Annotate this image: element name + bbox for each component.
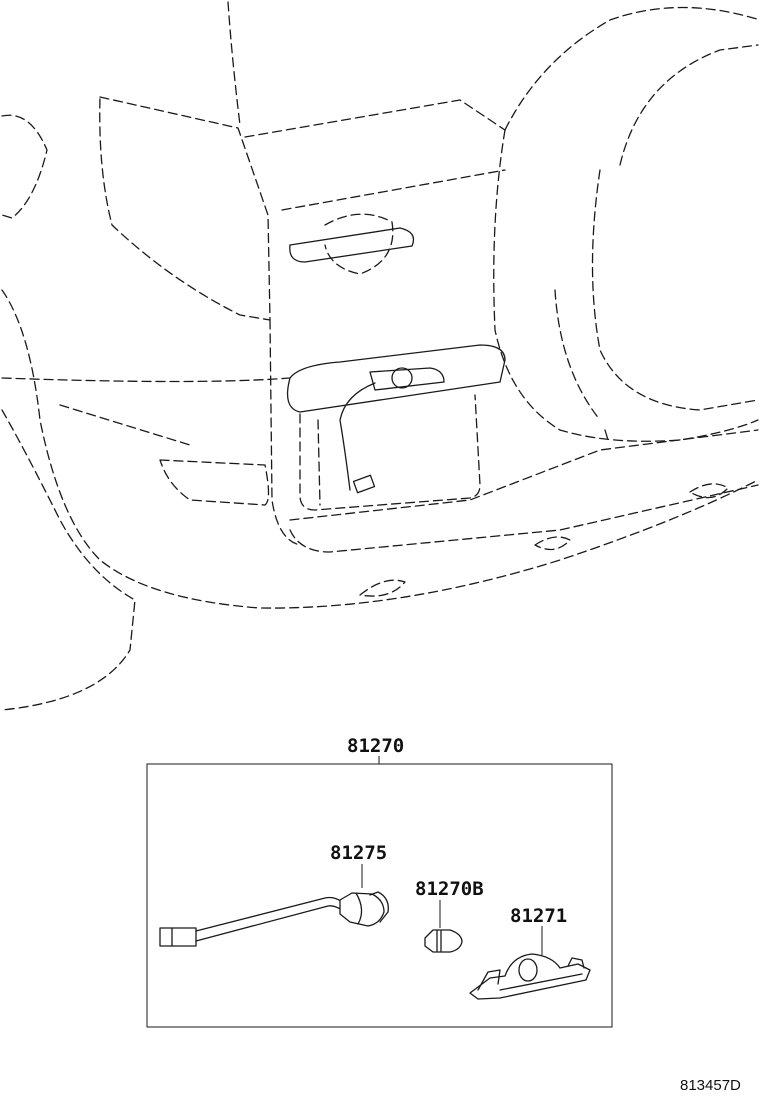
body-sweep-line	[1, 377, 291, 383]
reflector-right	[689, 483, 729, 499]
bulb-socket-collar	[369, 891, 389, 923]
bumper-upper-line	[289, 429, 759, 521]
spare-tire-outer	[504, 6, 760, 131]
vehicle-rear-illustration	[1, 1, 760, 711]
bumper-lower-line	[289, 484, 759, 553]
part-81271-number: 81271	[510, 905, 567, 927]
door-handle-outline	[289, 227, 415, 263]
wedge-bulb	[424, 929, 463, 953]
wire-connector	[159, 927, 197, 947]
bulb-socket-ridge	[355, 892, 363, 925]
wire-lead-lower	[195, 905, 343, 942]
bumper-recess	[359, 579, 406, 597]
lamp-housing-rim	[499, 973, 583, 991]
assembly-callout: 81270	[146, 735, 613, 1028]
connector-mounted	[352, 474, 376, 494]
tail-lamp-outline	[99, 96, 271, 321]
bumper-outer-line	[1, 289, 759, 609]
body-side-line	[59, 404, 191, 446]
door-belt-line	[281, 169, 506, 211]
handle-recess	[324, 213, 394, 275]
license-plate-inner	[317, 419, 321, 506]
reflector-left	[159, 459, 270, 506]
part-81270B: 81270B	[415, 878, 484, 953]
diagram-reference-code: 813457D	[680, 1077, 741, 1094]
pillar-line	[227, 1, 241, 126]
lamp-socket-mounted	[391, 367, 413, 389]
part-81271: 81271	[469, 905, 591, 1000]
wire-harness-mounted	[339, 382, 376, 491]
part-81275: 81275	[159, 842, 389, 947]
license-lamp-housing	[286, 344, 506, 413]
tow-hook-cover	[604, 429, 609, 441]
assembly-part-number: 81270	[347, 735, 404, 757]
wire-lead-upper	[195, 896, 343, 932]
lamp-housing-tab-right	[567, 957, 585, 969]
lamp-housing-body	[469, 953, 591, 1000]
lamp-housing-lens-window	[518, 958, 538, 982]
reflector-center	[534, 536, 571, 551]
part-81275-number: 81275	[330, 842, 387, 864]
spare-tire-inner	[619, 44, 759, 166]
lamp-housing-tab-left	[477, 969, 501, 991]
lamp-bracket-mounted	[369, 367, 445, 391]
spare-tire-inner-side	[591, 169, 759, 411]
license-plate-recess	[299, 394, 481, 511]
spare-tire-side	[493, 129, 759, 442]
door-upper-line	[244, 99, 506, 138]
part-81270B-number: 81270B	[415, 878, 484, 900]
back-door-left-edge	[269, 319, 301, 546]
assembly-frame	[146, 763, 613, 1028]
bumper-step-line	[1, 409, 136, 711]
quarter-glass-outline	[1, 114, 48, 219]
spare-tire-rim	[554, 289, 601, 421]
